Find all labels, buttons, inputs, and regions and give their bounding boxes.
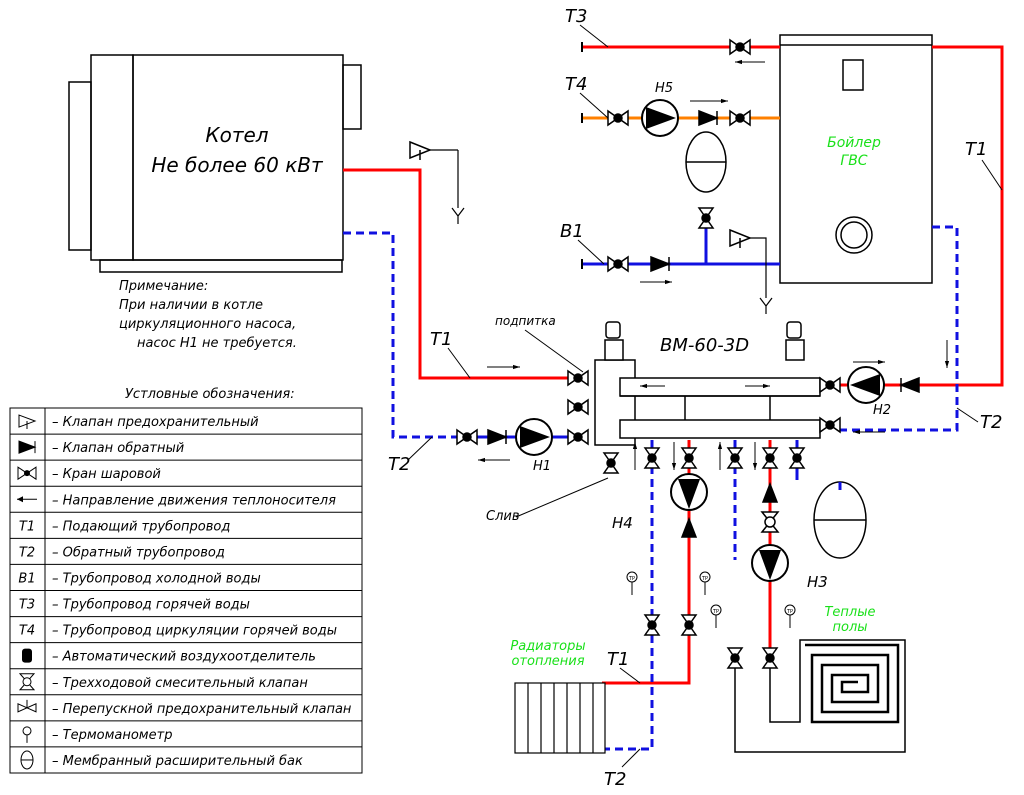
pump-h5 bbox=[641, 99, 679, 137]
radiator bbox=[514, 682, 606, 754]
label-t2: Т2 bbox=[388, 454, 410, 475]
safety-valve-icon bbox=[18, 414, 37, 430]
pump-h2 bbox=[847, 366, 885, 404]
legend-code-7: Т3 bbox=[19, 598, 35, 613]
tp-label-2: ТР bbox=[712, 609, 719, 615]
legend-code-8: Т4 bbox=[19, 624, 35, 639]
thermomanometers bbox=[626, 571, 796, 628]
note-line-2: циркуляционного насоса, bbox=[119, 317, 296, 332]
legend-text-3: – Направление движения теплоносителя bbox=[52, 493, 336, 508]
boiler-power: Не более 60 кВт bbox=[151, 153, 324, 177]
label-t3: Т3 bbox=[565, 6, 587, 27]
svg-text:В1: В1 bbox=[18, 571, 35, 586]
legend-text-1: – Клапан обратный bbox=[52, 441, 184, 456]
boiler bbox=[68, 54, 362, 273]
svg-text:Т4: Т4 bbox=[19, 624, 35, 639]
svg-text:Т3: Т3 bbox=[19, 598, 35, 613]
pipe-t2-dhw bbox=[835, 225, 959, 432]
flow-arrows bbox=[478, 59, 950, 470]
pump-h1 bbox=[515, 418, 553, 456]
legend-text-9: – Автоматический воздухоотделитель bbox=[52, 650, 316, 665]
flow-arrow-icon bbox=[17, 496, 37, 503]
legend-text-6: – Трубопровод холодной воды bbox=[52, 571, 261, 586]
legend-text-8: – Трубопровод циркуляции горячей воды bbox=[52, 624, 337, 639]
pipe-t1-dhw bbox=[818, 45, 1004, 387]
thermomanometer-icon bbox=[22, 726, 32, 743]
pump-h1-label: Н1 bbox=[533, 459, 551, 474]
note-line-3: насос Н1 не требуется. bbox=[137, 336, 297, 351]
manifold-label: ВМ-60-3D bbox=[660, 335, 749, 356]
makeup-label: подпитка bbox=[495, 314, 556, 328]
legend-code-6: В1 bbox=[18, 571, 35, 586]
pump-h2-label: Н2 bbox=[873, 403, 891, 418]
expansion-tank-heating bbox=[813, 481, 867, 559]
tp-label-0: ТР bbox=[628, 576, 635, 582]
ball-valve-icon bbox=[17, 466, 37, 481]
legend-text-0: – Клапан предохранительный bbox=[52, 415, 259, 430]
legend-title: Устловные обозначения: bbox=[125, 387, 295, 402]
tp-label-1: ТР bbox=[701, 576, 708, 582]
boiler-title: Котел bbox=[205, 123, 268, 147]
pump-h3-label: Н3 bbox=[807, 573, 828, 591]
pump-h5-label: Н5 bbox=[655, 81, 673, 96]
air-vent-icon bbox=[22, 648, 32, 663]
label-t1-radiator: Т1 bbox=[607, 649, 629, 670]
legend-code-5: T2 bbox=[19, 545, 35, 560]
legend-text-10: – Трехходовой смесительный клапан bbox=[52, 676, 308, 691]
legend-text-12: – Термоманометр bbox=[52, 728, 172, 743]
pump-h4-label: Н4 bbox=[612, 514, 633, 532]
pump-h3 bbox=[751, 544, 789, 582]
three-way-valve-icon bbox=[18, 673, 36, 691]
legend-text-4: – Подающий трубопровод bbox=[52, 519, 230, 534]
pump-h4 bbox=[670, 473, 708, 511]
label-t1: Т1 bbox=[430, 329, 452, 350]
floor-line-1: Теплые bbox=[824, 605, 875, 620]
pipe-t2-return bbox=[343, 231, 460, 439]
pipe-t1-supply bbox=[343, 168, 570, 380]
svg-text:T2: T2 bbox=[19, 545, 35, 560]
expansion-tank-dhw bbox=[685, 131, 727, 193]
radiator-line-1: Радиаторы bbox=[510, 639, 585, 654]
pipe-radiator-supply bbox=[602, 440, 691, 685]
tp-label-3: ТР bbox=[786, 609, 793, 615]
note-title: Примечание: bbox=[119, 279, 208, 294]
legend-code-4: T1 bbox=[19, 519, 35, 534]
expansion-tank-icon bbox=[20, 750, 34, 770]
legend-text-13: – Мембранный расширительный бак bbox=[52, 754, 303, 769]
label-t2-radiator: Т2 bbox=[604, 769, 626, 790]
note-line-1: При наличии в котле bbox=[119, 298, 263, 313]
label-t1-right: Т1 bbox=[965, 139, 987, 160]
label-b1: В1 bbox=[560, 221, 584, 242]
valves bbox=[409, 38, 920, 669]
svg-text:T1: T1 bbox=[19, 519, 35, 534]
legend-text-11: – Перепускной предохранительный клапан bbox=[52, 702, 352, 717]
bypass-valve-icon bbox=[17, 699, 37, 713]
radiator-line-2: отопления bbox=[511, 654, 584, 669]
drain-label: Слив bbox=[486, 509, 520, 524]
dhw-line-2: ГВС bbox=[840, 153, 867, 169]
label-t2-right: Т2 bbox=[980, 412, 1002, 433]
floor-line-2: полы bbox=[832, 620, 867, 635]
dhw-tank bbox=[779, 34, 933, 284]
check-valve-icon bbox=[18, 440, 37, 454]
manifold bbox=[594, 339, 821, 446]
dhw-line-1: Бойлер bbox=[827, 135, 881, 151]
legend-rows: – Клапан предохранительный – Клапан обрат… bbox=[10, 414, 362, 770]
legend-text-5: – Обратный трубопровод bbox=[52, 545, 225, 560]
legend-text-7: – Трубопровод горячей воды bbox=[52, 598, 250, 613]
label-t4: Т4 bbox=[565, 74, 587, 95]
legend-text-2: – Кран шаровой bbox=[52, 467, 161, 482]
pipe-radiator-return bbox=[602, 440, 654, 751]
underfloor-coil bbox=[805, 643, 900, 724]
